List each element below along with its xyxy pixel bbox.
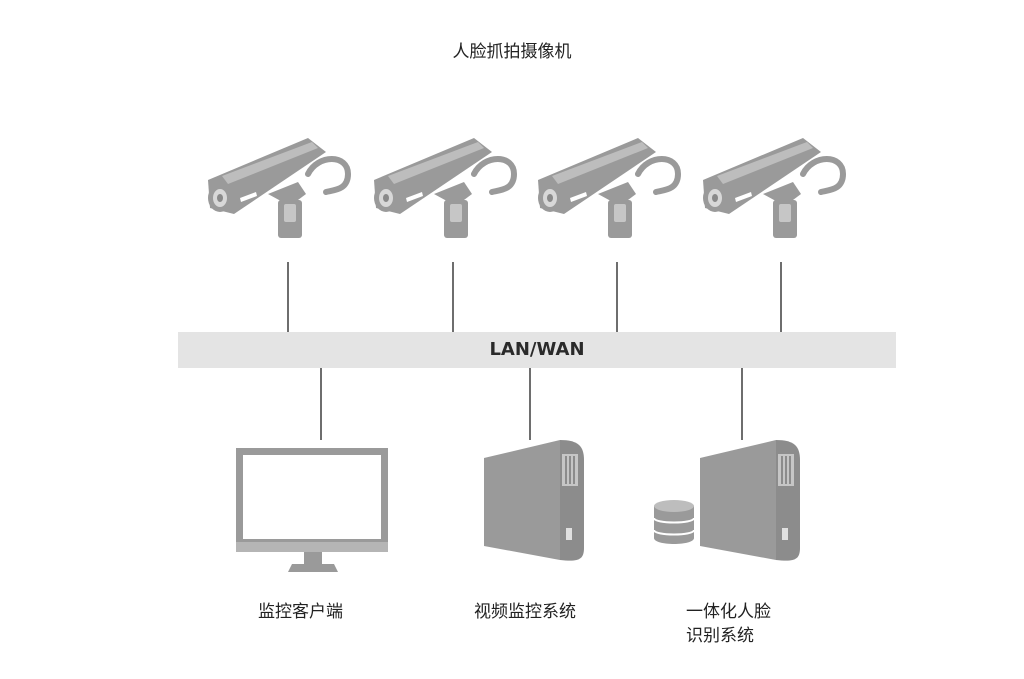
diagram-title: 人脸抓拍摄像机 <box>452 42 572 62</box>
server-icon <box>700 440 800 561</box>
network-bus <box>178 332 896 368</box>
database-icon <box>653 500 695 544</box>
camera-icon <box>538 138 678 238</box>
camera-icon <box>374 138 514 238</box>
face-system-label-line1: 一体化人脸 <box>686 602 771 622</box>
vms-label: 视频监控系统 <box>474 602 576 622</box>
server-icon <box>484 440 584 561</box>
monitor-icon <box>236 448 388 572</box>
network-label: LAN/WAN <box>489 339 585 360</box>
face-system-label-line2: 识别系统 <box>686 626 754 646</box>
camera-icon <box>208 138 348 238</box>
client-label: 监控客户端 <box>258 602 343 622</box>
camera-icon <box>703 138 843 238</box>
